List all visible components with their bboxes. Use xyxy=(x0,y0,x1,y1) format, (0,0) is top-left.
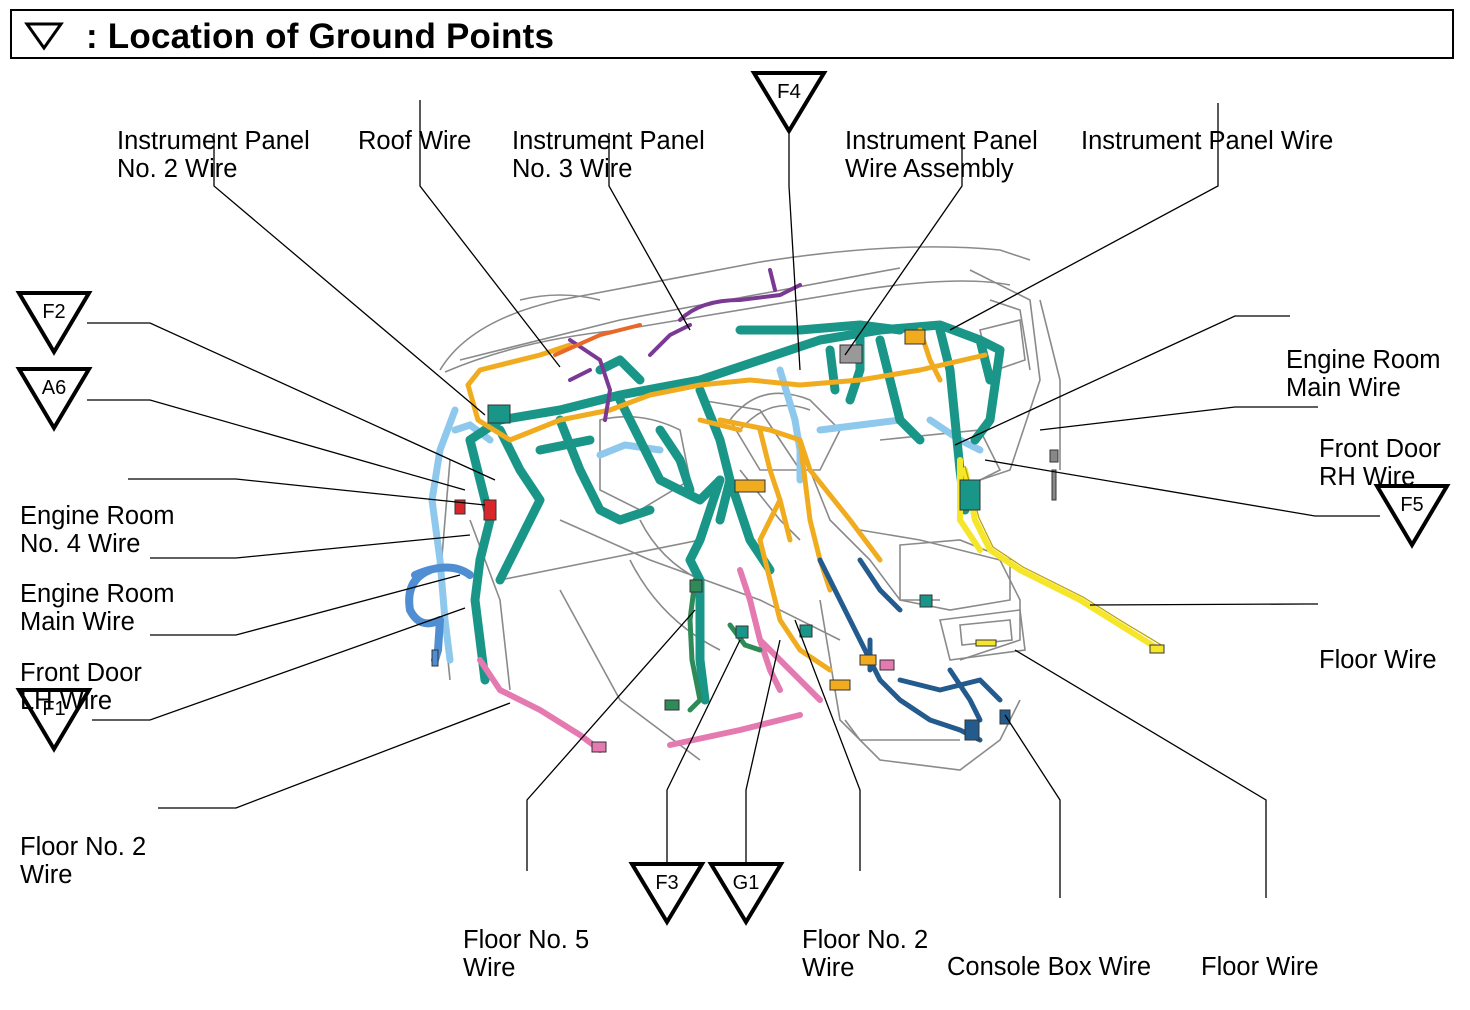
ground-point-f3-label: F3 xyxy=(655,872,678,894)
page-title: : Location of Ground Points xyxy=(86,17,555,56)
wire-harness-teal xyxy=(465,320,1005,705)
label-console-box-wire: Console Box Wire xyxy=(947,953,1152,981)
label-floor-wire-bottom: Floor Wire xyxy=(1201,953,1319,981)
ground-point-f4-icon: F4 xyxy=(750,71,828,135)
label-instrument-panel-wire: Instrument Panel Wire xyxy=(1081,127,1334,155)
triangle-down-icon xyxy=(24,22,64,51)
ground-point-f2-label: F2 xyxy=(42,301,65,323)
connector-blocks xyxy=(431,329,1165,753)
ground-point-a6-icon: A6 xyxy=(15,367,93,432)
ground-point-f4-label: F4 xyxy=(777,81,801,103)
ground-point-g1-icon: G1 xyxy=(707,862,785,926)
ground-point-f3-icon: F3 xyxy=(628,862,706,926)
title-bar: : Location of Ground Points xyxy=(10,9,1454,59)
ground-point-f1-label: F1 xyxy=(42,698,65,720)
wire-harness-navy xyxy=(817,557,1003,743)
leader-lines xyxy=(87,100,1380,898)
ground-point-f5-icon: F5 xyxy=(1373,484,1451,549)
wire-harness-green xyxy=(687,577,763,713)
label-roof-wire: Roof Wire xyxy=(358,127,472,155)
label-floor-wire-right: Floor Wire xyxy=(1319,646,1437,674)
wiring-diagram: F4 F2 A6 F5 F1 F3 G1 xyxy=(15,71,1451,926)
wire-harness-red-orange xyxy=(553,323,642,357)
ground-point-f5-label: F5 xyxy=(1400,494,1423,516)
ground-point-g1-label: G1 xyxy=(733,872,760,894)
wire-harness-purple xyxy=(568,268,802,422)
wire-harness-pink xyxy=(477,567,823,753)
ground-point-a6-label: A6 xyxy=(42,377,66,399)
ground-point-f2-icon: F2 xyxy=(15,291,93,356)
wire-harness-yellow-outline xyxy=(964,465,1164,647)
ground-point-f1-icon: F1 xyxy=(15,688,93,753)
